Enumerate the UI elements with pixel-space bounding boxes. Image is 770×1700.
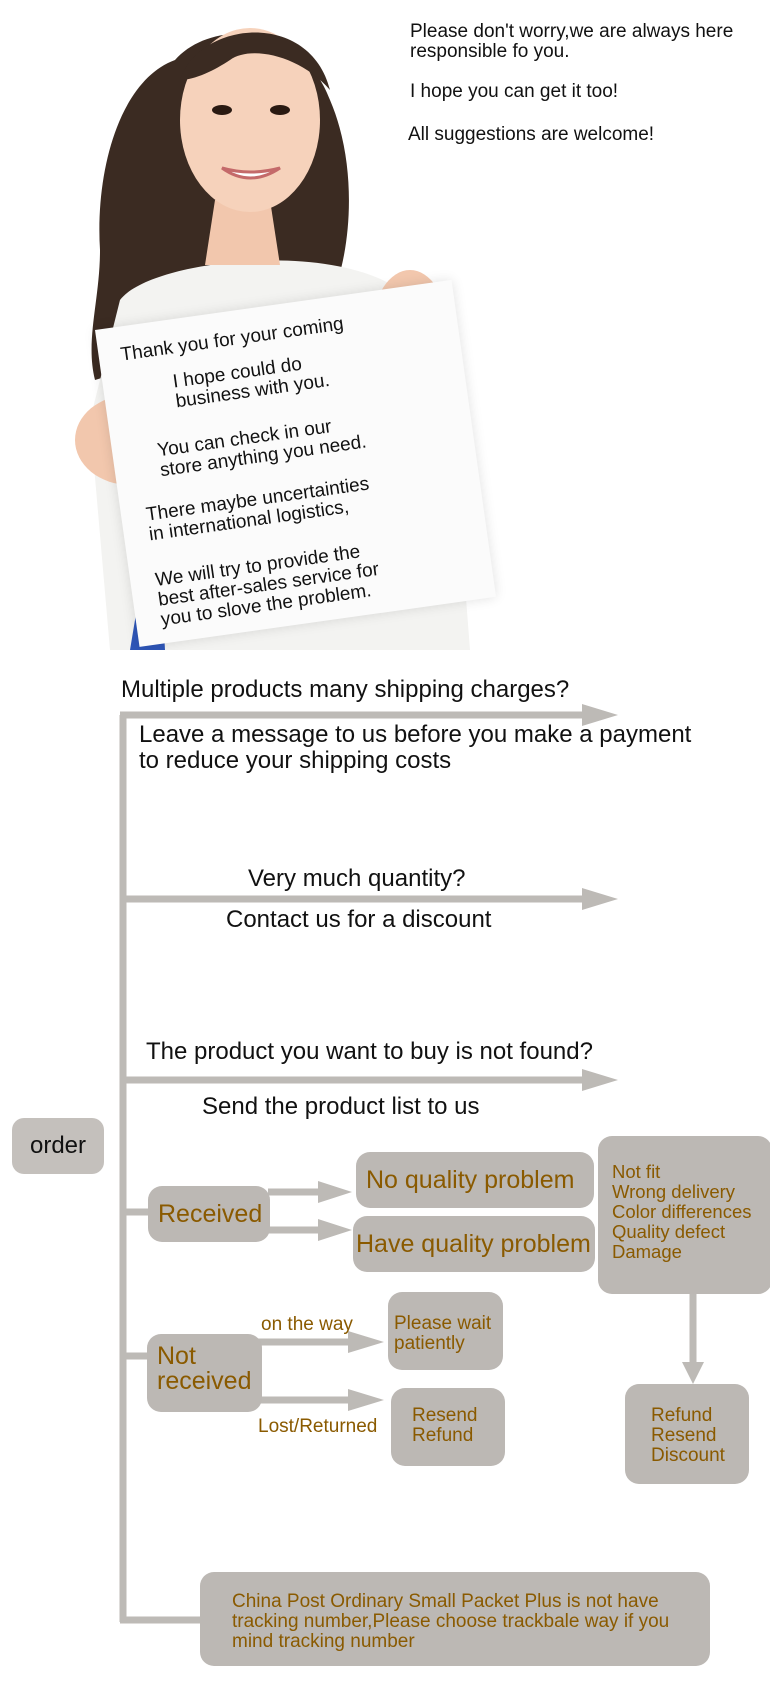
notice-line3: mind tracking number [232, 1631, 415, 1652]
hero-text-reassure-1: Please don't worry,we are always here [410, 21, 734, 42]
solution-item: Resend [651, 1425, 717, 1446]
hero-text-reassure-2: responsible fo you. [410, 41, 570, 62]
please-wait-line1: Please wait [394, 1313, 492, 1334]
please-wait-node: Please wait patiently [388, 1292, 503, 1370]
question-shipping-charges: Multiple products many shipping charges? [121, 676, 570, 703]
received-label: Received [158, 1200, 263, 1228]
issue-item: Quality defect [612, 1221, 726, 1242]
issue-item: Color differences [612, 1201, 752, 1222]
question-product-not-found: The product you want to buy is not found… [146, 1038, 593, 1065]
on-the-way-label: on the way [261, 1314, 353, 1335]
not-received-label-2: received [157, 1367, 252, 1395]
china-post-notice: China Post Ordinary Small Packet Plus is… [200, 1572, 710, 1666]
solution-item: Discount [651, 1445, 725, 1466]
issue-item: Wrong delivery [612, 1181, 736, 1202]
order-node: order [12, 1118, 104, 1174]
received-node: Received [148, 1186, 270, 1242]
solutions-node: Refund Resend Discount [625, 1384, 749, 1484]
not-received-node: Not received [147, 1334, 262, 1412]
hero-text-hope: I hope you can get it too! [410, 81, 619, 102]
refund-label: Refund [412, 1425, 474, 1446]
answer-send-product-list: Send the product list to us [202, 1093, 480, 1120]
no-quality-problem-node: No quality problem [356, 1152, 594, 1208]
answer-leave-message-line1: Leave a message to us before you make a … [139, 721, 692, 748]
hero-section: Thank you for your coming I hope could d… [0, 0, 770, 650]
issue-item: Not fit [612, 1161, 661, 1182]
resend-refund-node: Resend Refund [391, 1388, 505, 1466]
not-received-label-1: Not [157, 1342, 196, 1370]
please-wait-line2: patiently [394, 1333, 465, 1354]
hero-text-suggestions: All suggestions are welcome! [408, 124, 655, 145]
solution-item: Refund [651, 1405, 713, 1426]
quality-issues-node: Not fit Wrong delivery Color differences… [598, 1136, 770, 1294]
no-quality-problem-label: No quality problem [366, 1166, 575, 1194]
notice-line2: tracking number,Please choose trackbale … [232, 1611, 670, 1632]
resend-label: Resend [412, 1405, 478, 1426]
question-quantity: Very much quantity? [248, 865, 466, 892]
lost-returned-label: Lost/Returned [258, 1416, 378, 1437]
have-quality-problem-label: Have quality problem [356, 1230, 591, 1258]
answer-contact-discount: Contact us for a discount [226, 906, 492, 933]
notice-line1: China Post Ordinary Small Packet Plus is… [232, 1591, 659, 1612]
have-quality-problem-node: Have quality problem [353, 1216, 595, 1272]
answer-leave-message-line2: to reduce your shipping costs [139, 747, 452, 774]
issue-item: Damage [612, 1241, 682, 1262]
